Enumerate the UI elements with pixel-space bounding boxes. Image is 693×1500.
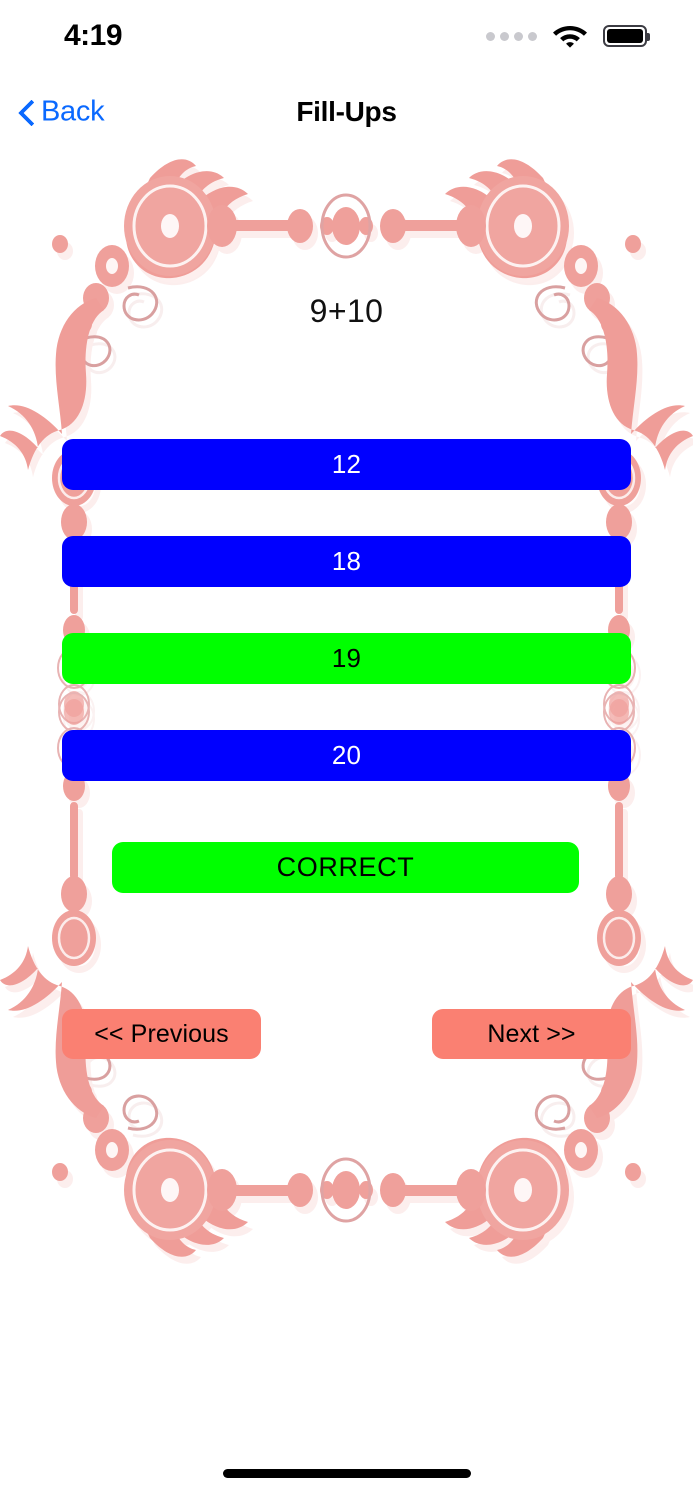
navigation-bar: Back Fill-Ups — [0, 82, 693, 142]
next-button[interactable]: Next >> — [432, 1009, 631, 1059]
wifi-icon — [553, 25, 587, 48]
answer-option-2[interactable]: 18 — [62, 536, 631, 587]
answer-options-list: 12 18 19 20 — [62, 439, 631, 827]
status-time: 4:19 — [64, 19, 123, 52]
status-bar: 4:19 — [0, 0, 693, 72]
quiz-content: 9+10 12 18 19 20 CORRECT << Previous Nex… — [0, 148, 693, 1268]
back-button[interactable]: Back — [20, 95, 105, 129]
page-title: Fill-Ups — [296, 96, 397, 127]
answer-option-1[interactable]: 12 — [62, 439, 631, 490]
feedback-banner: CORRECT — [112, 842, 579, 893]
answer-option-4[interactable]: 20 — [62, 730, 631, 781]
back-button-label: Back — [41, 95, 105, 128]
home-indicator[interactable] — [222, 1469, 471, 1478]
answer-option-3[interactable]: 19 — [62, 633, 631, 684]
status-indicators — [486, 24, 650, 49]
question-text: 9+10 — [309, 293, 384, 329]
cellular-dots-icon — [486, 31, 537, 41]
previous-button[interactable]: << Previous — [62, 1009, 261, 1059]
battery-full-icon — [603, 25, 650, 47]
